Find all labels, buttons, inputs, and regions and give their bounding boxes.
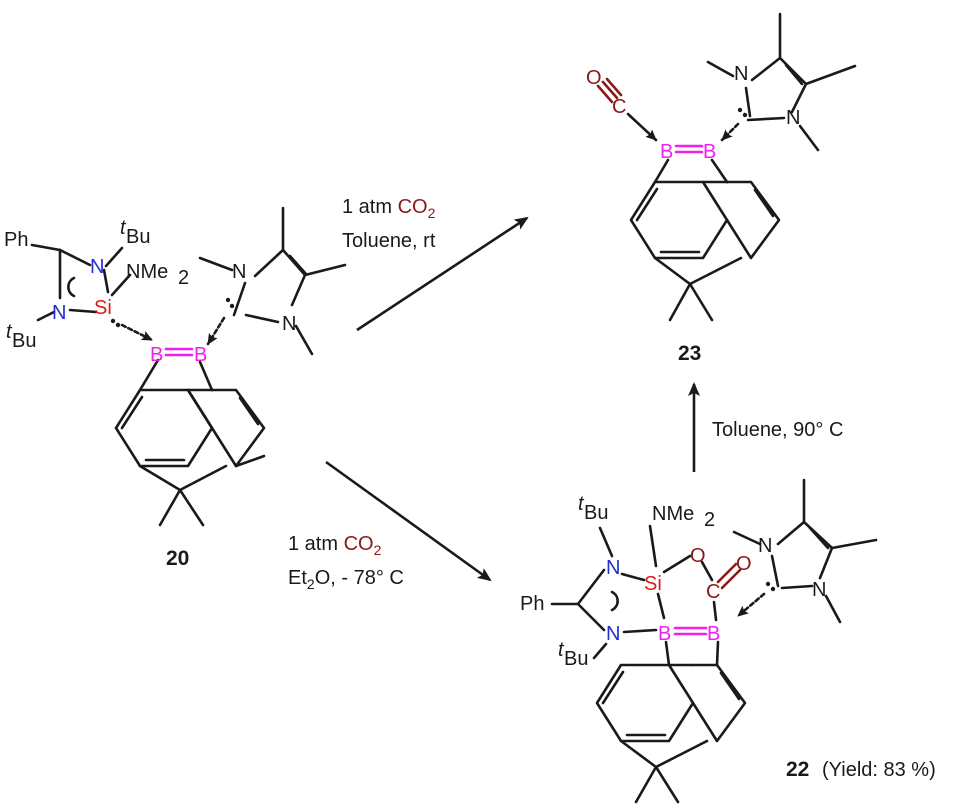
phenyl-label: Ph: [520, 593, 544, 615]
tbu-label: t Bu: [558, 639, 588, 670]
nitrogen-atom: N: [758, 535, 772, 557]
conditions-top: 1 atm CO2 Toluene, rt: [342, 196, 436, 252]
nitrogen-atom: N: [606, 557, 620, 579]
arrow-to-22: [325, 460, 492, 582]
svg-text:Toluene, 90° C: Toluene, 90° C: [712, 419, 843, 441]
svg-text:Bu: Bu: [12, 330, 36, 352]
svg-text:Bu: Bu: [584, 502, 608, 524]
svg-text:22: 22: [786, 758, 809, 781]
boron-pair-22: B B: [658, 623, 720, 645]
boron-atom: B: [660, 141, 673, 163]
arrow-to-23: [356, 216, 529, 332]
nhc-ligand-22: N N: [732, 478, 878, 624]
svg-text:t: t: [6, 321, 13, 343]
silicon-atom: Si: [644, 573, 662, 595]
svg-text:t: t: [578, 493, 585, 515]
svg-text:NMe: NMe: [126, 261, 168, 283]
nitrogen-atom: N: [90, 256, 104, 278]
boron-atom: B: [658, 623, 671, 645]
boron-pair-20: B B: [150, 344, 207, 366]
boron-atom: B: [707, 623, 720, 645]
nitrogen-atom: N: [606, 623, 620, 645]
svg-text:t: t: [120, 217, 127, 239]
svg-text:Et2O, - 78° C: Et2O, - 78° C: [288, 567, 404, 592]
compound-23-label: 23: [678, 342, 701, 365]
svg-text:t: t: [558, 639, 565, 661]
nhc-ligand-20: N N: [198, 206, 347, 356]
dimethylamino-label: NMe 2: [126, 261, 189, 289]
compound-23: B B O C N N: [586, 12, 857, 365]
boron-atom: B: [150, 344, 163, 366]
compound-22-label: 22 (Yield: 83 %): [786, 758, 936, 781]
dimethylamino-label: NMe 2: [652, 503, 715, 531]
carbon-atom: C: [612, 96, 626, 118]
phenyl-label: Ph: [4, 229, 28, 251]
conditions-vertical: Toluene, 90° C: [712, 419, 843, 441]
svg-text:2: 2: [178, 267, 189, 289]
nitrogen-atom: N: [52, 302, 66, 324]
svg-text:Bu: Bu: [564, 648, 588, 670]
acenaphthene-core-23: [629, 158, 781, 322]
carbon-atom: C: [706, 581, 720, 603]
svg-text:Toluene, rt: Toluene, rt: [342, 230, 436, 252]
tbu-label: t Bu: [578, 493, 608, 524]
conditions-bottom: 1 atm CO2 Et2O, - 78° C: [288, 533, 404, 592]
silicon-atom: Si: [94, 297, 112, 319]
compound-20-label: 20: [166, 547, 189, 570]
oxygen-atom: O: [586, 67, 602, 89]
carbonyl-ligand-23: O C: [586, 67, 658, 142]
svg-text:(Yield: 83 %): (Yield: 83 %): [822, 759, 936, 781]
svg-text:NMe: NMe: [652, 503, 694, 525]
tbu-label: t Bu: [6, 321, 36, 352]
amidinato-silylene-20: Ph N N Si t Bu t Bu NMe 2: [4, 217, 189, 352]
nitrogen-atom: N: [786, 107, 800, 129]
nitrogen-atom: N: [812, 579, 826, 601]
svg-text:1 atm CO2: 1 atm CO2: [342, 196, 436, 221]
svg-text:Bu: Bu: [126, 226, 150, 248]
nitrogen-atom: N: [232, 261, 246, 283]
svg-text:1 atm CO2: 1 atm CO2: [288, 533, 382, 558]
nitrogen-atom: N: [282, 313, 296, 335]
compound-20: B B Ph N N Si t Bu t Bu: [4, 206, 347, 570]
silyl-carboxylate-bridge-22: Si O C O: [620, 524, 752, 622]
svg-text:2: 2: [704, 509, 715, 531]
compound-22: B B Si O C O N N Ph: [520, 478, 936, 804]
tbu-label: t Bu: [120, 217, 150, 248]
boron-atom: B: [194, 344, 207, 366]
nitrogen-atom: N: [734, 63, 748, 85]
nhc-ligand-23: N N: [706, 12, 857, 152]
acenaphthene-core-20: [114, 358, 266, 527]
amidinate-22: N N Ph t Bu t Bu NMe 2: [520, 493, 715, 670]
acenaphthene-core-22: [595, 640, 747, 804]
boron-pair-23: B B: [660, 141, 716, 163]
boron-atom: B: [703, 141, 716, 163]
